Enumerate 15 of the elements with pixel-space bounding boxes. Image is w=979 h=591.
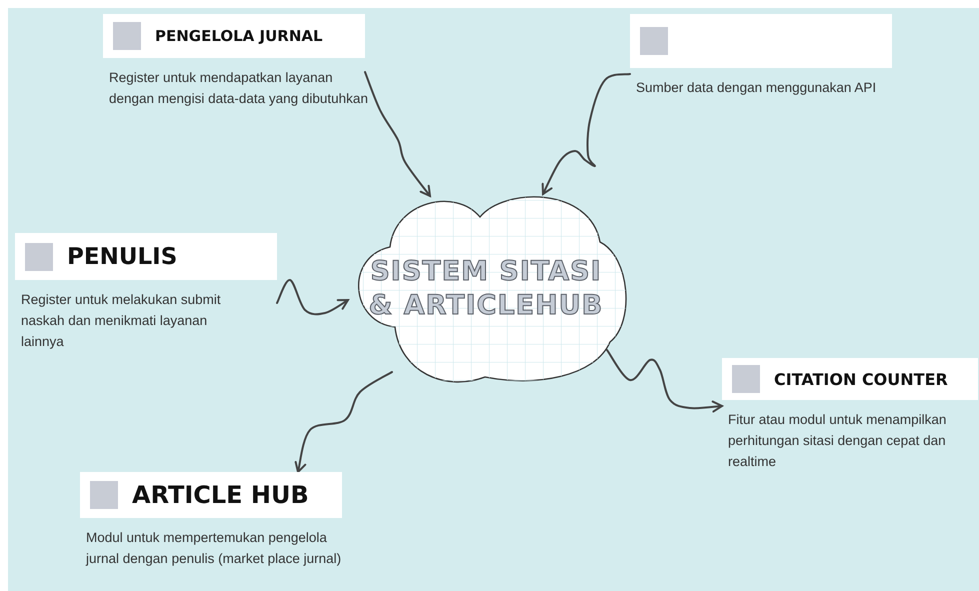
cloud-title: SISTEM SITASI & ARTICLEHUB bbox=[368, 255, 604, 323]
curved-arrow bbox=[364, 71, 431, 197]
curved-arrow bbox=[276, 279, 349, 316]
description: Fitur atau modul untuk menampilkan perhitungan sitasi dengan cepat dan realtime bbox=[727, 411, 948, 471]
heading: PENULIS bbox=[67, 244, 178, 270]
description: Modul untuk mempertemukan pengelola jurnal dengan penulis (market place jurnal) bbox=[84, 529, 342, 568]
heading: PENGELOLA JURNAL bbox=[155, 27, 323, 45]
description: Register untuk mendapatkan layanan dengan mengisi data-data yang dibutuhkan bbox=[108, 69, 369, 108]
curved-arrow bbox=[542, 73, 631, 195]
description: Register untuk melakukan submit naskah dan menikmati layanan lainnya bbox=[20, 291, 222, 351]
curved-arrow bbox=[606, 349, 723, 413]
curved-arrow bbox=[294, 371, 393, 473]
heading: ARTICLE HUB bbox=[132, 481, 309, 509]
description: Sumber data dengan menggunakan API bbox=[635, 79, 878, 97]
heading: CITATION COUNTER bbox=[774, 370, 948, 388]
